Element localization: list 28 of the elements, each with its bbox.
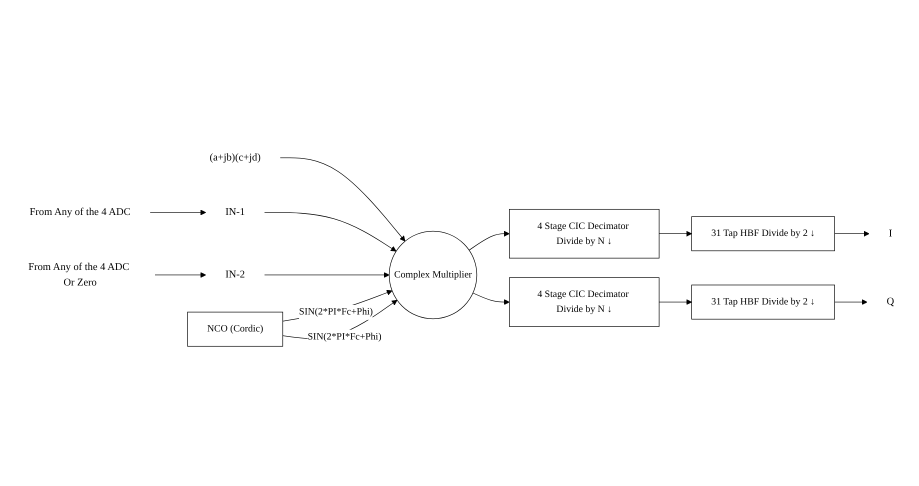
arrow [658,298,692,305]
node-circle: Complex Multiplier [388,230,478,319]
arrow [150,209,206,216]
node-text: From Any of the 4 ADC Or Zero [28,261,130,288]
edge-label: SIN(2*PI*Fc+Phi) [308,331,382,342]
node-text: (a+jb)(c+jd) [210,152,261,163]
node-box: 4 Stage CIC Decimator Divide by N ↓ [509,208,660,258]
arrow [264,212,396,252]
arrow [264,272,390,278]
node-box: NCO (Cordic) [187,312,284,346]
node-box: 31 Tap HBF Divide by 2 ↓ [691,284,835,320]
edge-label: SIN(2*PI*Fc+Phi) [299,306,373,318]
node-text: Q [886,296,894,308]
node-box: 4 Stage CIC Decimator Divide by N ↓ [509,277,660,327]
arrow [154,272,206,278]
arrow [834,298,868,305]
node-text: From Any of the 4 ADC [30,206,131,218]
arrow [280,157,406,242]
node-box: 31 Tap HBF Divide by 2 ↓ [691,216,835,251]
node-text: IN-2 [225,268,245,280]
node-text: IN-1 [225,206,245,218]
node-text: I [888,228,892,239]
arrow [282,290,392,322]
arrow [468,230,510,250]
arrow [658,230,692,236]
arrow [834,230,870,236]
arrow [472,292,510,305]
arrow [282,300,398,339]
